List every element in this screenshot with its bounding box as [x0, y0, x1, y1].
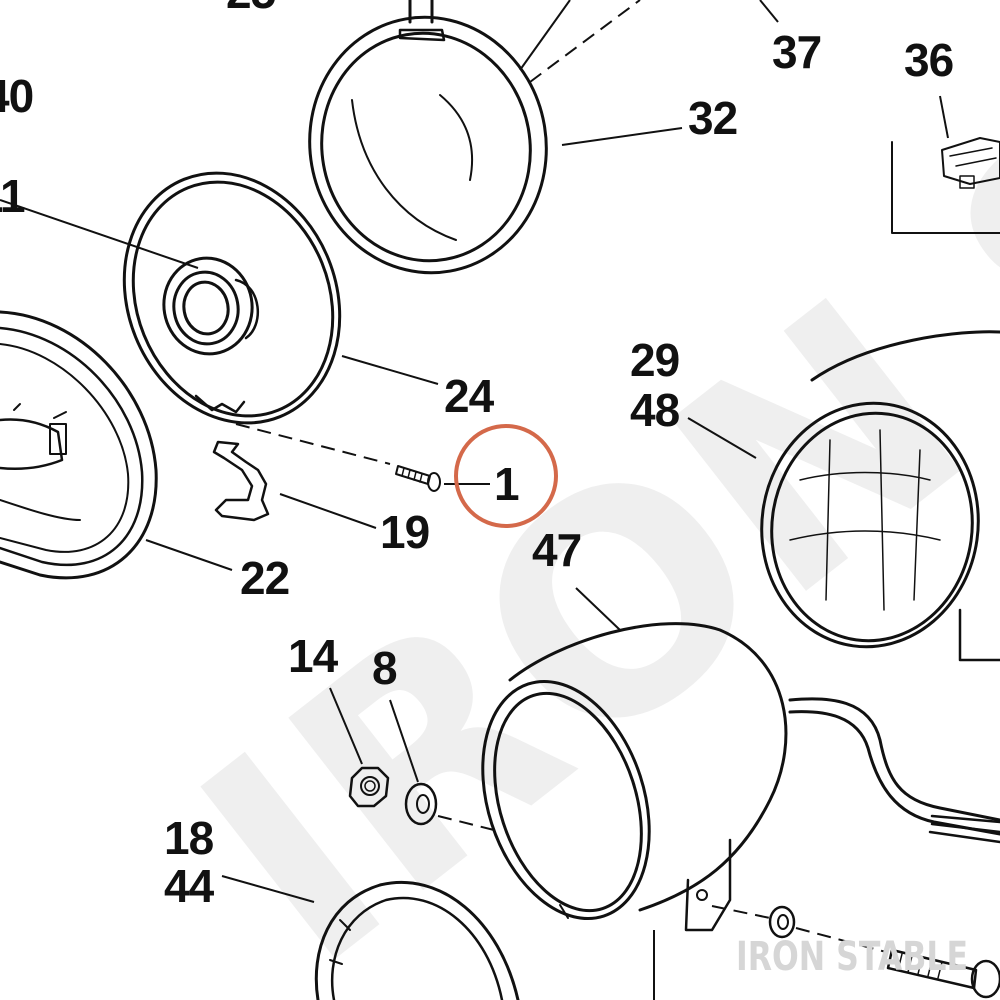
leader-25	[519, 0, 571, 71]
leader-18-44	[221, 875, 315, 903]
callout-36: 36	[904, 34, 953, 86]
leader-lines	[0, 0, 949, 1000]
callout-11: 11	[0, 170, 25, 222]
callout-37: 37	[772, 26, 821, 78]
callout-29: 29	[630, 334, 679, 386]
callout-1: 1	[494, 458, 519, 510]
watermark-logo: IRON STABLE	[736, 934, 968, 980]
leader-36	[939, 95, 949, 139]
callout-22: 22	[240, 552, 289, 604]
leader-11	[0, 199, 199, 269]
leader-19	[279, 493, 377, 529]
callout-44: 44	[164, 860, 215, 912]
callout-8: 8	[372, 642, 397, 694]
highlight-circle	[454, 424, 558, 528]
part-29-48-turn-signal	[760, 330, 1000, 662]
callout-14: 14	[288, 630, 339, 682]
part-47-bullet-lamp	[481, 622, 1000, 932]
part-36-connector	[891, 137, 1000, 234]
leader-25-dashed	[529, 0, 641, 83]
part-32-trim-ring	[308, 0, 548, 275]
callout-25: 25	[226, 0, 276, 18]
callout-labels: 25 37 36 40 32 11 24 29 48 1 19 22 47 14…	[0, 0, 954, 912]
callout-40: 40	[0, 70, 33, 122]
callout-18: 18	[164, 812, 214, 864]
callout-48: 48	[630, 384, 680, 436]
callout-32: 32	[688, 92, 737, 144]
leader-29-48	[687, 417, 757, 459]
leader-bolt-dashed-2	[795, 927, 887, 953]
background-watermark: IRON STABLE	[142, 0, 1000, 1000]
part-14-hex-nut	[348, 766, 390, 808]
leader-22	[145, 539, 233, 571]
part-24-mounting-ring	[122, 171, 342, 425]
part-22-headlamp-housing	[0, 310, 158, 580]
callout-19: 19	[380, 506, 429, 558]
leader-24-dashed	[235, 423, 391, 465]
callout-47: 47	[532, 524, 581, 576]
callout-24: 24	[444, 370, 495, 422]
leader-8	[389, 699, 419, 783]
leader-47	[575, 587, 621, 631]
part-1-screw	[395, 465, 441, 492]
leader-14	[329, 687, 363, 765]
background-watermark-text: IRON STABLE	[142, 0, 1000, 1000]
leader-24	[341, 355, 439, 385]
leader-37	[759, 0, 779, 23]
leader-32	[561, 127, 683, 146]
part-19-spring-clip	[212, 440, 270, 522]
part-18-44-retaining-ring	[314, 880, 520, 1000]
leader-bolt-dashed	[711, 905, 771, 919]
leader-8-dashed	[437, 815, 495, 831]
mounting-bolt-hardware	[768, 905, 1000, 999]
part-8-washer	[404, 782, 438, 826]
